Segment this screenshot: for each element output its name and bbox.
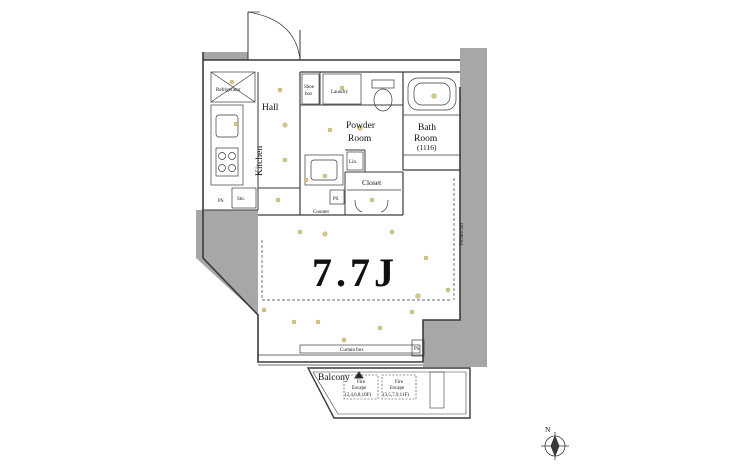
compass-north-label: N [545,425,551,434]
balcony [306,367,471,419]
bathtub [407,77,457,111]
powder-room-label-line1: Powder [346,121,376,131]
hall-label: Hall [262,103,279,113]
refrigerator-box [210,71,256,103]
laundry-outline [322,73,362,105]
curtain-box [299,344,421,354]
wall-lines [202,12,461,363]
compass-icon [541,432,569,460]
ps-left-label: PS [218,199,224,204]
top-wall-left [203,52,248,60]
entry-door-swing [247,11,301,61]
kitchen-counter [210,104,244,186]
balcony-label: Balcony [318,373,350,383]
lin-shelf [346,151,364,171]
sink [215,114,239,138]
fire-escape-2-line2: Escape [390,386,405,391]
bath-room-label-line1: Bath [418,123,436,133]
balcony-arrow-icon [354,371,364,379]
stove [215,147,239,177]
area-label: 7.7J [312,250,398,295]
bottom-right-column [423,320,487,367]
refrigerator-label: Refrigerator [216,88,241,93]
powder-room-label-line2: Room [348,134,372,144]
fire-escape-2-line1: Fire [395,380,404,385]
curtain-box-label: Curtain box [340,348,364,353]
lin-label: Lin. [349,160,357,165]
toilet-bowl [373,88,393,112]
shoe-box-outline [301,73,320,105]
laundry-label: Laundry [331,90,348,95]
fire-escape-2-line3: (3,5,7,9,11F) [383,393,409,398]
right-wall [460,87,487,355]
ps-right-box [411,339,425,357]
top-right-column [460,48,487,87]
structural-walls [196,48,487,367]
fire-escape-1-box [343,374,379,400]
fire-escape-1-line1: Fire [357,380,366,385]
shoe-box-label-line2: box [305,92,313,97]
sto-label: Sto. [237,197,245,202]
closet-label: Closet [362,178,382,187]
counter-label: Counter [313,210,329,215]
picture-rail-label: Picture rail [460,222,465,245]
sto-box [231,187,257,209]
fire-escape-1-line3: (2,4,6,8,10F) [345,393,371,398]
ps-closet-label: PS [333,197,339,202]
toilet-tank [371,79,395,89]
ps-right-label: PS [414,347,420,352]
fire-escape-2-box [381,374,417,400]
detail-lines [210,11,460,366]
fire-escape-1-line2: Escape [352,386,367,391]
bath-room-label-line3: (1116) [417,143,437,152]
ps-closet-box [329,189,345,205]
left-column [196,210,258,315]
kitchen-label: Kitchen [255,146,265,176]
shoe-box-label-line1: Shoe [304,85,315,90]
washbasin [304,154,344,186]
electrical-fixtures [229,79,451,343]
bath-room-label-line2: Room [414,134,438,144]
